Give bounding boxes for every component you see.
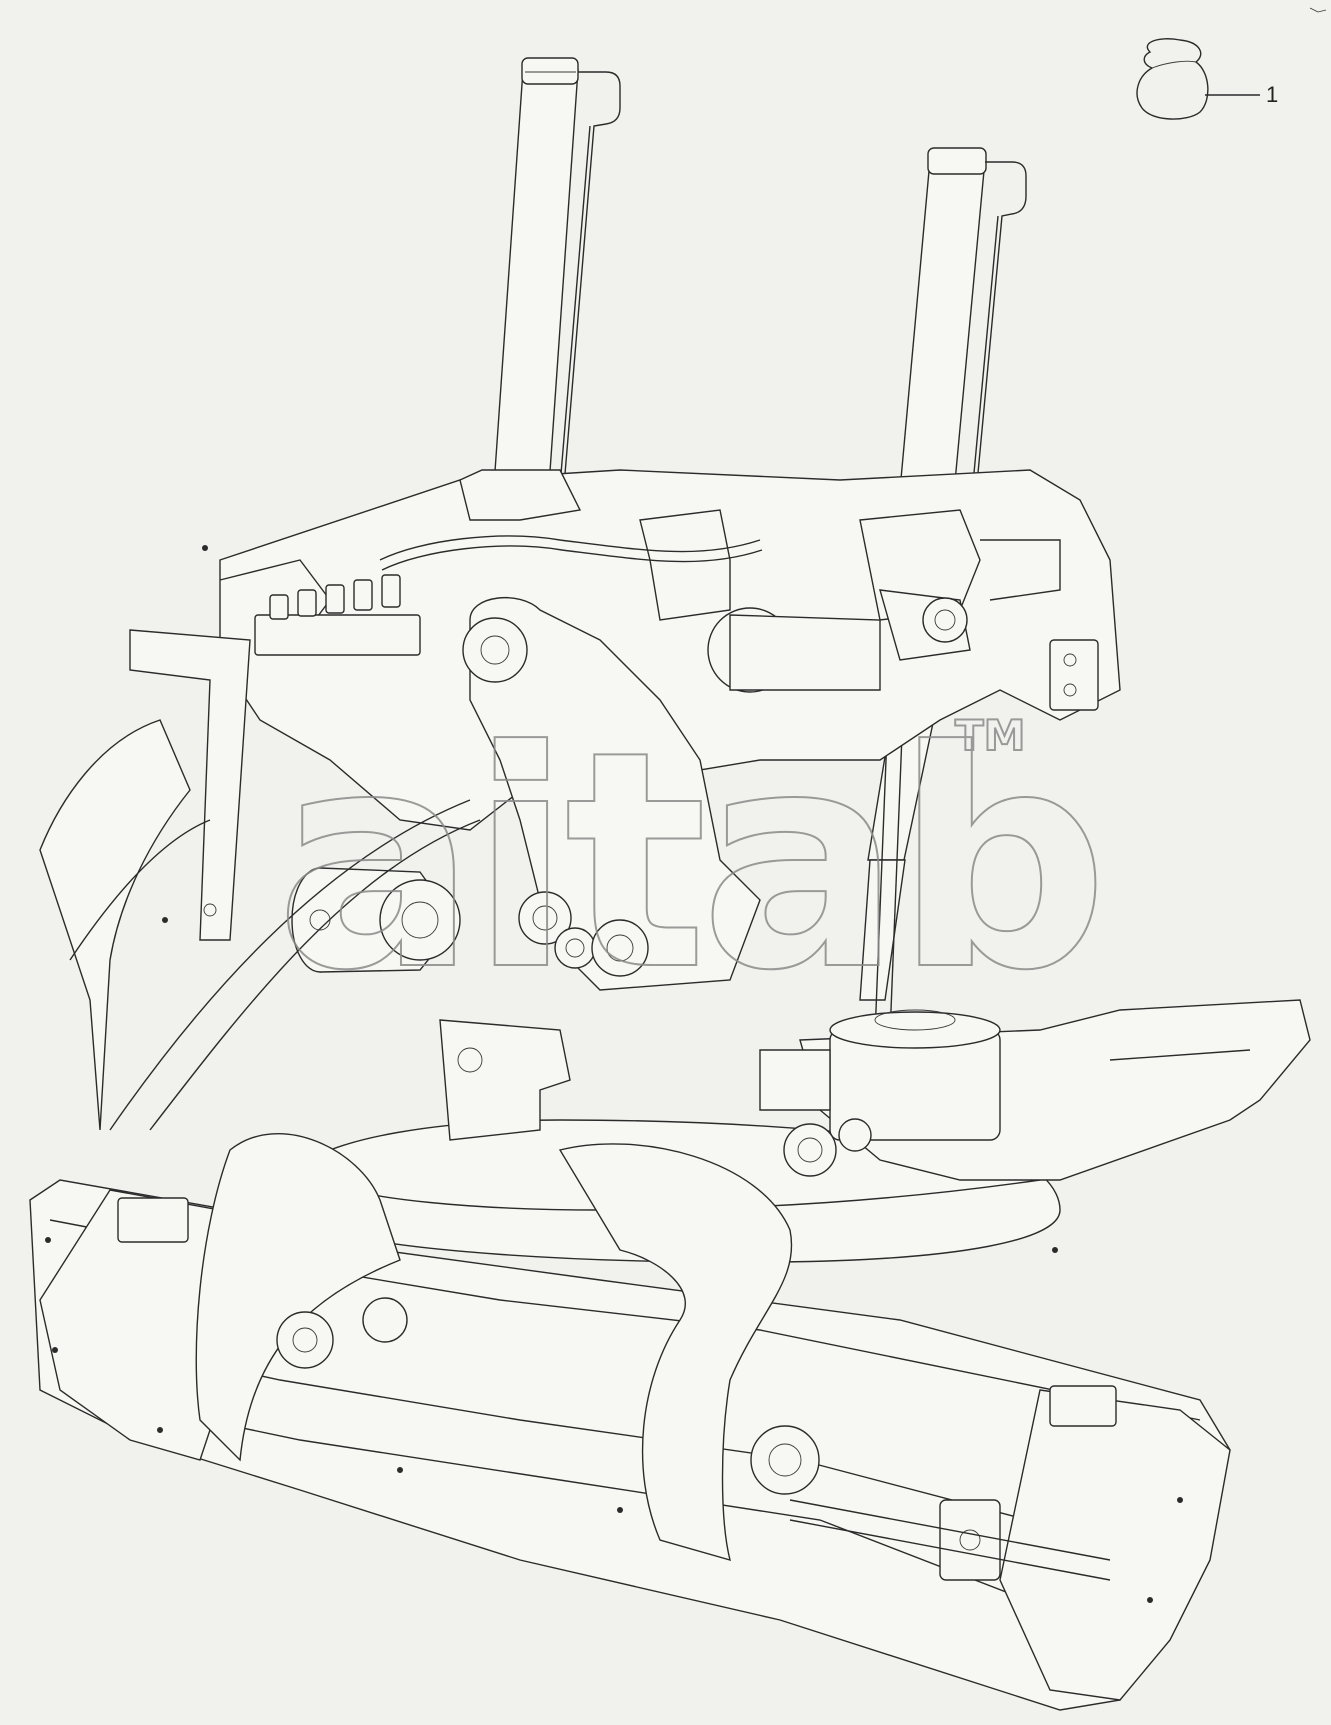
valve-spools <box>269 574 401 620</box>
rotary-motor[interactable] <box>291 867 461 973</box>
bolt-holes <box>45 545 1183 1603</box>
left-guard-plate <box>39 719 481 1131</box>
upper-frame-assembly[interactable] <box>129 469 1121 941</box>
corner-mark <box>1309 7 1327 13</box>
part-1-outline[interactable] <box>1136 38 1209 120</box>
lift-arm-assembly[interactable] <box>462 589 971 991</box>
left-lift-cylinder[interactable] <box>492 57 621 511</box>
callout-number[interactable]: 1 <box>1266 82 1278 107</box>
turntable-assembly[interactable] <box>305 999 1311 1263</box>
moldboard-blade[interactable] <box>29 1133 1231 1711</box>
watermark: aitab TM <box>274 686 1110 1037</box>
watermark-trademark: TM <box>955 711 1025 760</box>
watermark-text: aitab <box>275 687 1101 1036</box>
